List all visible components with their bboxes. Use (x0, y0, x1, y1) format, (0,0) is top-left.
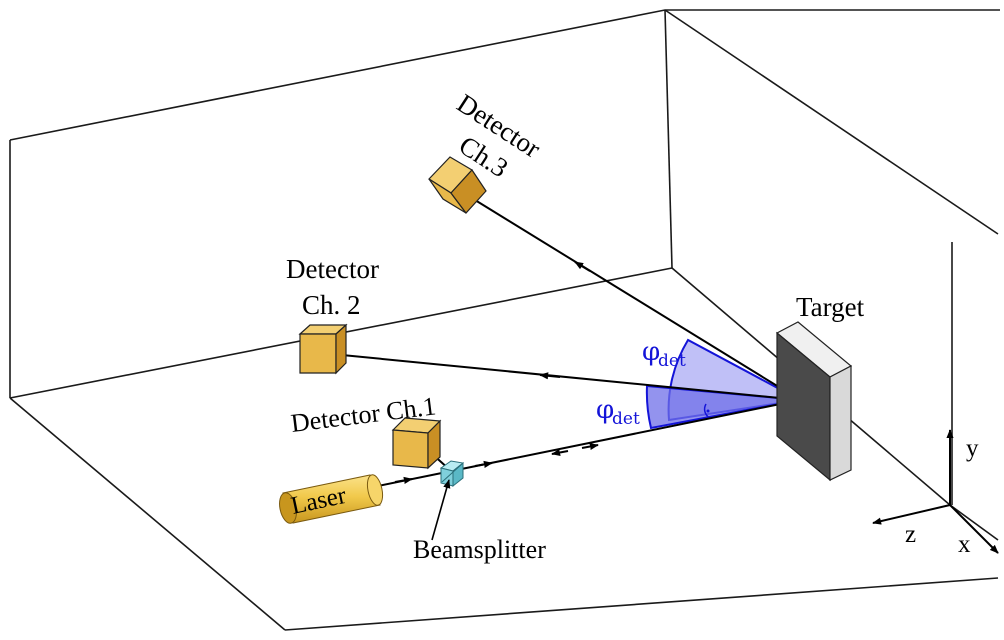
axis-z-label: z (905, 521, 916, 548)
target-plate (775, 321, 853, 482)
angle-marker-dot (706, 409, 710, 413)
beam-to-ch2 (341, 354, 801, 401)
phi-symbol: φ (596, 395, 614, 425)
target-label: Target (796, 292, 865, 322)
coordinate-axes (872, 429, 999, 554)
phi-symbol: φ (642, 337, 660, 367)
phi-subscript: det (612, 409, 640, 429)
detector-ch2-label-line2: Ch. 2 (302, 290, 361, 320)
x-axis-arrow (949, 504, 999, 554)
angle-marker-mid (703, 403, 711, 419)
detector-ch1 (391, 417, 442, 470)
phi-subscript: det (658, 351, 686, 371)
beam-to-ch3 (474, 199, 801, 401)
arrow-forward-2 (581, 442, 599, 451)
detector-ch2 (298, 323, 348, 375)
arrow-forward-1 (474, 460, 493, 468)
laser-label: Laser (289, 482, 350, 520)
arrow-ch3 (574, 261, 591, 272)
phi-det-label-lower: φ det (596, 395, 640, 429)
phi-det-label-upper: φ det (642, 337, 686, 371)
z-axis-arrow (872, 504, 951, 525)
beamsplitter-pointer (431, 479, 451, 541)
laser (279, 474, 384, 524)
arrow-back-1 (551, 448, 569, 457)
detector-ch2-label-line1: Detector (286, 254, 379, 284)
arrow-laser (394, 476, 413, 484)
arrow-ch2 (539, 372, 561, 380)
beamsplitter-label: Beamsplitter (413, 535, 546, 564)
axis-y-label: y (966, 435, 979, 462)
detector-ch3 (428, 156, 487, 214)
axis-x-label: x (958, 531, 971, 558)
